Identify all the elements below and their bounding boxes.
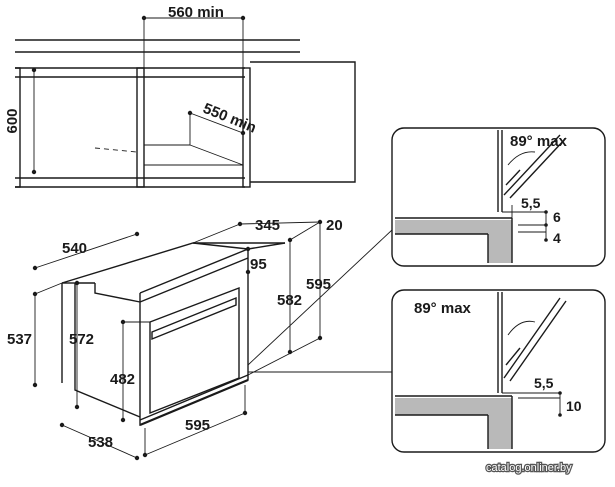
dim-538-label: 538 [88,434,113,451]
detail-bottom-gap-label: 5,5 [534,375,554,391]
dim-482-label: 482 [110,371,135,388]
dim-20-label: 20 [326,217,343,234]
dim-345-label: 345 [255,217,280,234]
detail-bottom [391,289,606,453]
detail-top-gap-label: 5,5 [521,195,541,211]
oven-view [32,219,323,461]
watermark: catalog.onliner.by [486,462,572,474]
cabinet-height-label: 600 [4,108,21,133]
dim-595-width-label: 595 [185,417,210,434]
dim-595-height-label: 595 [306,276,331,293]
detail-top-4-label: 4 [553,230,561,246]
dim-95-label: 95 [250,256,267,273]
detail-bottom-angle-label: 89° max [414,300,472,317]
detail-top-angle-label: 89° max [510,133,568,150]
dim-537-label: 537 [7,331,32,348]
detail-bottom-10-label: 10 [566,398,582,414]
cabinet-view [15,15,356,188]
detail-top [391,127,606,267]
dim-582-label: 582 [277,292,302,309]
dim-540-label: 540 [62,240,87,257]
leader-top [247,229,393,366]
dim-572-label: 572 [69,331,94,348]
detail-top-6-label: 6 [553,209,561,225]
cabinet-width-label: 560 min [168,4,224,21]
